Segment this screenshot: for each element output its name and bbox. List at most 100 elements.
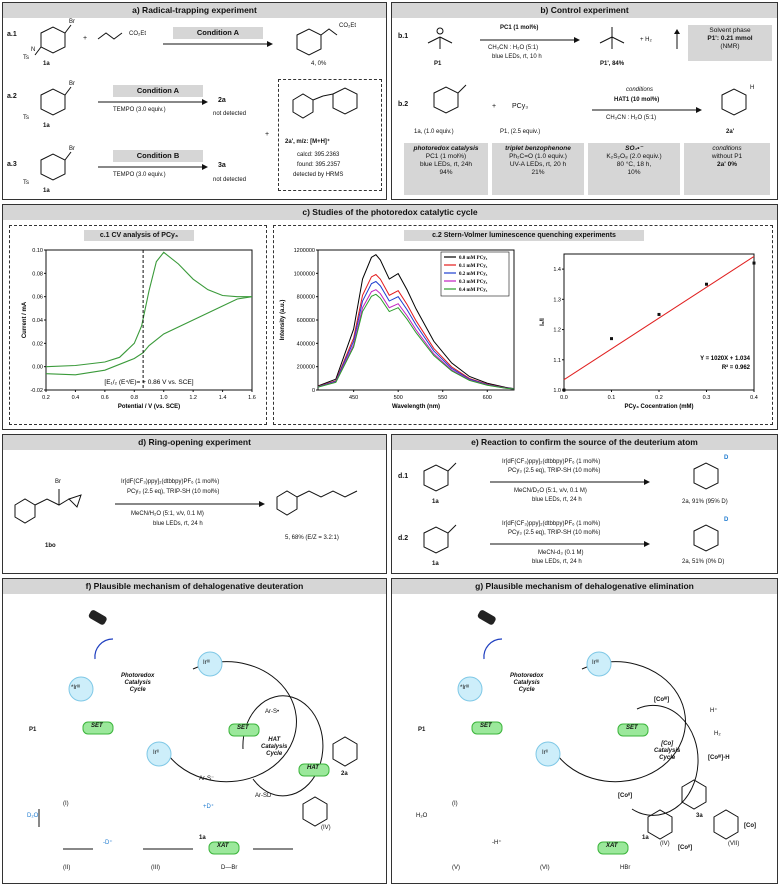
cv-xtick-label: 0.6 (101, 395, 109, 401)
b2-product (721, 88, 747, 116)
panel-g-title: g) Plausible mechanism of dehalogenative… (392, 579, 777, 594)
pl-xtick-label: 600 (483, 395, 492, 401)
a3-substrate (40, 151, 72, 181)
b-box-3: SO₄•⁻ K₂S₂O₈ (2.0 equiv.) 80 °C, 18 h, 1… (588, 143, 680, 195)
g-co2: [Coᴵᴵ] (618, 793, 633, 799)
b1-p1-label: P1 (434, 61, 442, 67)
g-vi: (VI) (540, 865, 550, 871)
product-5-structure (276, 490, 358, 516)
b-box-3-l3: 10% (627, 169, 641, 177)
sv-data-point (562, 388, 566, 392)
sv-data-point (657, 312, 661, 316)
pl-xtick-label: 500 (394, 395, 403, 401)
sv-ylabel: I₀/I (540, 318, 546, 326)
sv-ytick-label: 1.3 (553, 297, 561, 303)
panel-c-title: c) Studies of the photoredox catalytic c… (3, 205, 777, 220)
a1-arrow (163, 41, 273, 47)
cv-ytick-label: 0.04 (32, 318, 43, 324)
d2-substrate (423, 524, 457, 554)
d2-sm: 1a (432, 561, 439, 567)
b2-cond3: CH₃CN : H₂O (5:1) (606, 115, 657, 121)
pl-ytick-label: 400000 (297, 341, 315, 347)
f-arsd: Ar-SD (255, 793, 272, 799)
f-cycle1: Photoredox Catalysis Cycle (121, 673, 154, 695)
f-cycle2-l2: Catalysis (261, 744, 288, 751)
f-p1: P1 (29, 727, 37, 733)
panel-d-title: d) Ring-opening experiment (3, 435, 386, 450)
b1-h2: + H₂ (640, 37, 652, 43)
b2-product-label: 2a' (726, 129, 735, 135)
f-ir2: Irᴵᴵ (153, 750, 159, 756)
f-cycle2-l1: HAT (268, 737, 281, 743)
g-cycle2: [Co] Catalysis Cycle (654, 741, 680, 763)
b-box-2-l1: Ph₂C=O (1.0 equiv.) (509, 153, 567, 161)
p1prime-structure (599, 27, 625, 49)
g-h2o: H₂O (416, 813, 428, 819)
c2-title: c.2 Stern-Volmer luminescence quenching … (404, 230, 644, 241)
a2-product: 2a (218, 97, 226, 104)
g-xat-pill (597, 841, 629, 855)
a2-tempo: TEMPO (3.0 equiv.) (113, 107, 166, 113)
d-cond3: MeCN/H₂O (5:1, v/v, 0.1 M) (131, 511, 204, 517)
sv-ytick-label: 1.1 (553, 358, 561, 364)
adduct-box: 2a', m/z: [M+H]⁺ calcd: 395.2363 found: … (278, 79, 382, 191)
g-ir3: Irᴵᴵᴵ (592, 660, 599, 666)
g-vii: (VII) (728, 841, 740, 847)
b-box-4-head: conditions (712, 145, 742, 152)
g-light-source-icon (477, 610, 496, 625)
a2-label: a.2 (7, 93, 17, 100)
b1-cond2: blue LEDs, rt, 10 h (492, 54, 542, 60)
d1-cond2: PCy₃ (2.5 eq), TRIP-SH (10 mol%) (508, 468, 601, 474)
g-hbr: HBr (620, 865, 631, 871)
g-h2: H₂ (714, 731, 721, 737)
g-cycle2-l1: [Co] (661, 741, 674, 747)
f-hat: HAT (307, 765, 319, 771)
f-cycle1-l1: Photoredox (121, 673, 155, 679)
cv-ytick-label: 0.02 (32, 341, 43, 347)
cv-xlabel: Potential / V (vs. SCE) (118, 404, 180, 410)
product4-group: CO₂Et (339, 23, 356, 29)
ir3-bubble (197, 651, 223, 677)
d1-label: d.1 (398, 473, 409, 480)
f-set-pill-2 (228, 723, 260, 737)
d-cond1: Ir[dF(CF₃)ppy]₂(dtbbpy)PF₆ (1 mol%) (121, 479, 220, 485)
pl-legend-label: 0.4 mM PCy₃ (459, 288, 488, 293)
g-ir3s: *Irᴵᴵᴵ (460, 685, 470, 691)
cv-xtick-label: 0.2 (42, 395, 50, 401)
a3-not-detected: not detected (213, 177, 247, 183)
cv-annotation: [E₁/₂ (E⁴/E)= + 0.86 V vs. SCE] (104, 379, 193, 386)
h2-up-arrow (674, 29, 680, 49)
b-box-1-l2: blue LEDs, rt, 24h (419, 161, 473, 169)
adduct-hrms: detected by HRMS (293, 172, 344, 178)
cv-xtick-label: 1.0 (160, 395, 168, 401)
pl-ytick-label: 1000000 (294, 271, 315, 277)
b2-plus: + (492, 103, 497, 110)
f-cycle2-l3: Cycle (266, 751, 283, 758)
sv-xtick-label: 0.2 (655, 395, 663, 401)
f-ir3: Irᴵᴵᴵ (203, 660, 210, 666)
b2-cond1: conditions (626, 87, 654, 93)
sv-data-point (610, 337, 613, 341)
panel-f: f) Plausible mechanism of dehalogenative… (2, 578, 387, 884)
d1-d: D (724, 455, 729, 461)
panel-a: a) Radical-trapping experiment a.1 Br N … (2, 2, 387, 200)
a1-n: N (31, 47, 36, 53)
a3-product: 3a (218, 162, 226, 169)
d2-cond4: blue LEDs, rt, 24 h (532, 559, 582, 565)
panel-f-title: f) Plausible mechanism of dehalogenative… (3, 579, 386, 594)
f-set-2: SET (237, 725, 249, 731)
d2-arrow (490, 541, 650, 547)
d-product-label: 5, 68% (E/Z = 3.2:1) (285, 535, 339, 541)
d-cond4: blue LEDs, rt, 24 h (153, 521, 203, 527)
a1-plus: + (83, 35, 88, 42)
b2-h: H (750, 85, 755, 91)
d2-label: d.2 (398, 535, 409, 542)
pl-xtick-label: 450 (349, 395, 358, 401)
sv-xtick-label: 0.0 (560, 395, 568, 401)
cv-plot-frame (45, 249, 253, 391)
b1-pc1: PC1 (1 mol%) (500, 25, 539, 31)
cv-xtick-label: 0.8 (130, 395, 138, 401)
